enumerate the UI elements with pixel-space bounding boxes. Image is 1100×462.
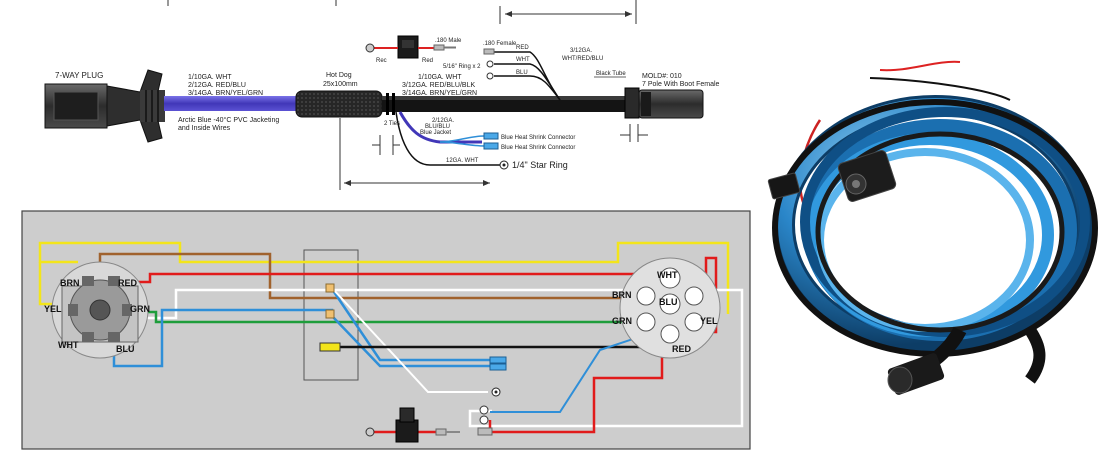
wire-brown	[98, 252, 648, 300]
star-gauge: 12GA. WHT	[446, 158, 479, 164]
left-pin-blu: BLU	[116, 344, 135, 354]
female-connector	[624, 87, 704, 119]
wiring-schematic-panel: BRN RED YEL GRN WHT BLU WHT BLU BRN GRN …	[21, 210, 751, 450]
plug-title: 7-WAY PLUG	[55, 71, 103, 80]
right-pin-wht: WHT	[657, 270, 678, 280]
main-wire-3: 3/14GA. BRN/YEL/GRN	[188, 90, 263, 97]
out-wire-3: 3/14GA. BRN/YEL/GRN	[402, 90, 477, 97]
blue-jacket-label: Blue Jacket	[420, 130, 451, 136]
fuse-male: .180 Male	[435, 38, 462, 44]
red-wire-label: RED	[516, 45, 529, 51]
jacket-colors: BLU/BLU	[425, 124, 450, 130]
wire-yellow	[38, 241, 730, 314]
cable-spec-drawing: 7-WAY PLUG 1/10GA. WHT 2/12GA. RED/BLU 3…	[44, 0, 720, 190]
cable-product-photo	[767, 60, 1098, 395]
right-seven-pin-face: WHT BLU BRN GRN YEL RED	[612, 257, 721, 359]
main-wire-2: 2/12GA. RED/BLU	[188, 82, 246, 89]
left-pin-yel: YEL	[44, 304, 62, 314]
ties-label: 2 Ties	[384, 121, 400, 127]
jacket-gauge: 2/12GA.	[432, 118, 454, 124]
fuse-holder-bottom	[395, 419, 419, 443]
out-wire-2: 3/12GA. RED/BLU/BLK	[402, 82, 475, 89]
wht-wire-label: WHT	[516, 57, 530, 63]
gauge-3-12: 3/12GA.	[570, 48, 592, 54]
left-pin-grn: GRN	[130, 304, 150, 314]
blu-wire-label: BLU	[516, 70, 528, 76]
jacket-note-2: and Inside Wires	[178, 125, 231, 132]
main-wire-1: 1/10GA. WHT	[188, 74, 232, 81]
wire-white-ground	[331, 287, 488, 393]
right-pin-red: RED	[672, 344, 692, 354]
right-pin-brn: BRN	[612, 290, 632, 300]
ring-label: 5/16" Ring x 2	[443, 64, 481, 70]
heat-shrink-2: Blue Heat Shrink Connector	[501, 145, 575, 151]
cable-tie	[392, 93, 395, 115]
blue-jacket-cord	[164, 96, 298, 111]
hotdog-title: Hot Dog	[326, 72, 352, 79]
hot-dog-sleeve	[295, 90, 383, 118]
left-seven-pin-face: BRN RED YEL GRN WHT BLU	[44, 261, 150, 359]
left-pin-wht: WHT	[58, 340, 79, 350]
female-label: .180 Female	[483, 41, 517, 47]
wire-blue	[112, 308, 490, 368]
fuse-rec: Rec	[376, 58, 387, 64]
fuse-holder	[365, 35, 456, 59]
mold-description: 7 Pole With Boot Female	[642, 81, 720, 88]
out-wire-1: 1/10GA. WHT	[418, 74, 462, 81]
jacket-note-1: Arctic Blue -40°C PVC Jacketing	[178, 116, 279, 124]
fuse-red: Red	[422, 58, 433, 64]
wire-green	[148, 310, 648, 324]
right-pin-grn: GRN	[612, 316, 632, 326]
left-pin-red: RED	[118, 278, 138, 288]
hotdog-size: 25x100mm	[323, 81, 358, 88]
right-pin-yel: YEL	[700, 316, 718, 326]
black-tube-label: Black Tube	[596, 71, 626, 77]
right-pin-blu: BLU	[659, 297, 678, 307]
wht-red-blu: WHT/RED/BLU	[562, 56, 603, 62]
left-pin-brn: BRN	[60, 278, 80, 288]
seven-way-plug	[44, 69, 165, 143]
cable-tie	[386, 93, 389, 115]
mold-number: MOLD#: 010	[642, 73, 682, 80]
star-ring-label: 1/4" Star Ring	[512, 160, 568, 170]
heat-shrink-1: Blue Heat Shrink Connector	[501, 135, 575, 141]
wire-white	[132, 288, 744, 428]
